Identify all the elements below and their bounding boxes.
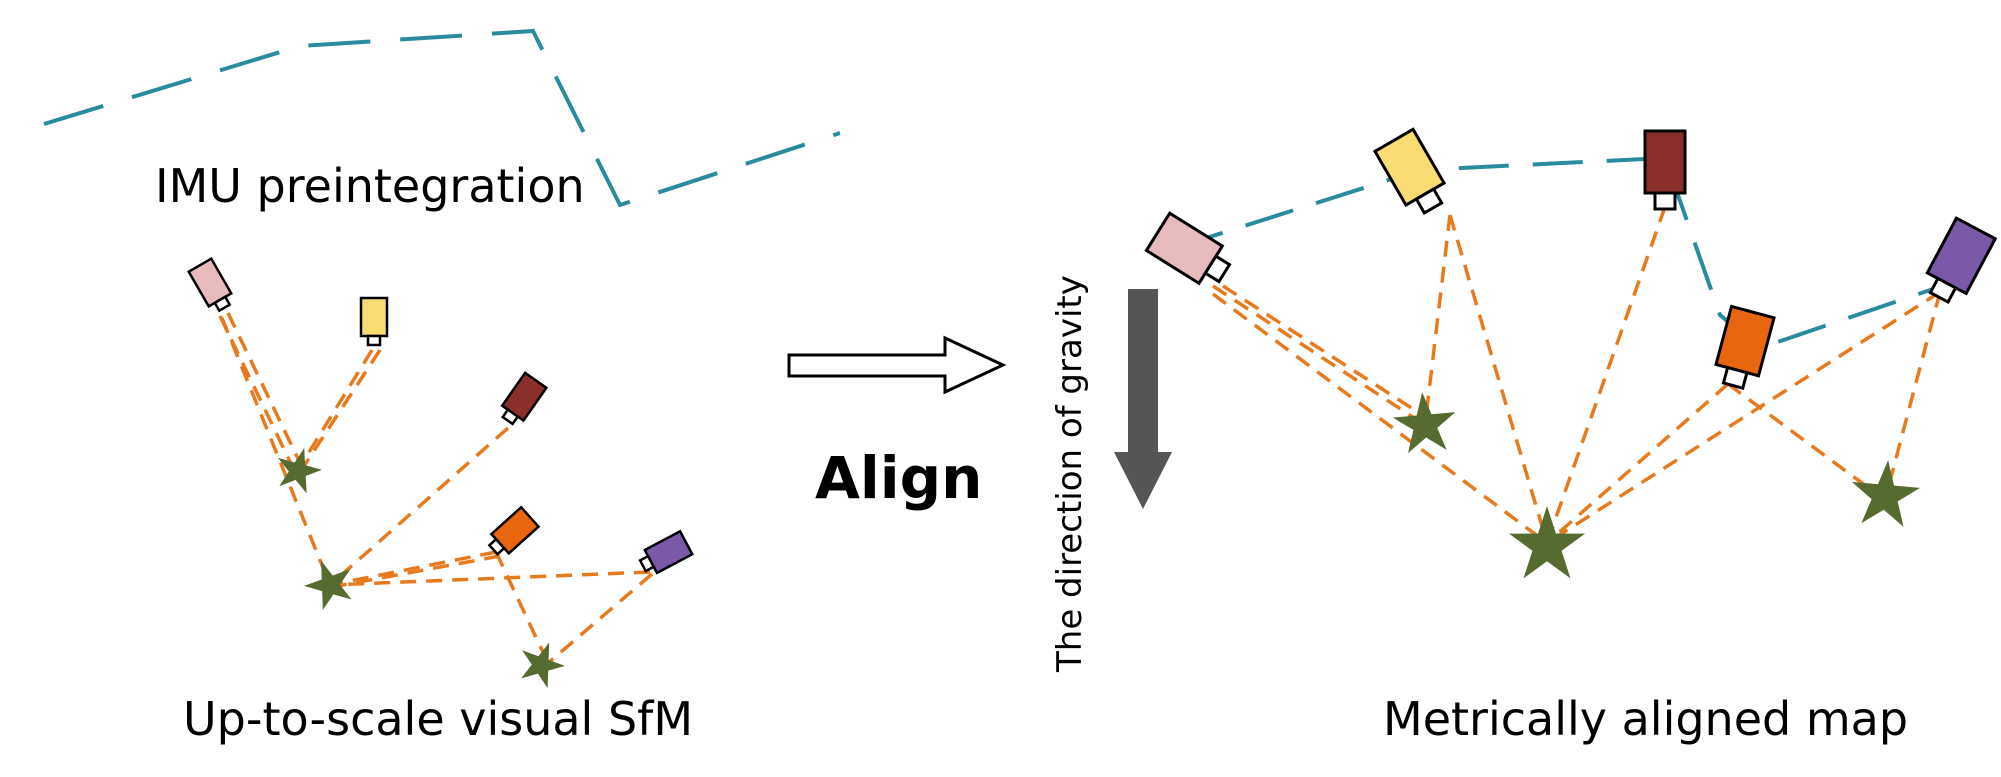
map-camera-yellow [1372, 127, 1447, 215]
map-camera-purple [1925, 216, 1998, 305]
star-icon [304, 560, 352, 610]
camera-icon [638, 529, 694, 575]
map-observation-lines [1211, 206, 1942, 545]
map-camera-pink [1144, 211, 1232, 286]
camera-icon [500, 371, 549, 426]
down-arrow-icon [1114, 289, 1172, 509]
camera-icon [1643, 129, 1687, 211]
star-icon [1508, 506, 1586, 579]
camera-icon [1714, 304, 1776, 390]
star-icon [277, 447, 322, 494]
star-icon [1851, 460, 1921, 527]
align-label: Align [815, 444, 982, 512]
camera-icon [1372, 127, 1447, 215]
camera-icon [1144, 211, 1232, 286]
sfm-camera-yellow [359, 296, 389, 347]
map-imu-trajectory [1174, 155, 1946, 351]
camera-icon [187, 257, 233, 313]
sfm-camera-purple [638, 529, 694, 575]
star-icon [521, 642, 565, 689]
imu-label: IMU preintegration [155, 159, 585, 213]
sfm-label: Up-to-scale visual SfM [183, 692, 693, 746]
right-arrow-icon [787, 335, 1007, 395]
camera-icon [359, 296, 389, 347]
map-camera-orange [1714, 304, 1776, 390]
camera-icon [1925, 216, 1998, 305]
sfm-observation-lines [218, 312, 654, 665]
gravity-label: The direction of gravity [1050, 275, 1090, 673]
imu-trajectory [43, 28, 841, 208]
star-icon [1392, 392, 1456, 454]
metric-label: Metrically aligned map [1383, 692, 1908, 746]
map-camera-brown [1643, 129, 1687, 211]
sfm-camera-pink [187, 257, 233, 313]
camera-icon [487, 505, 541, 556]
sfm-camera-orange [487, 505, 541, 556]
sfm-camera-brown [500, 371, 549, 426]
